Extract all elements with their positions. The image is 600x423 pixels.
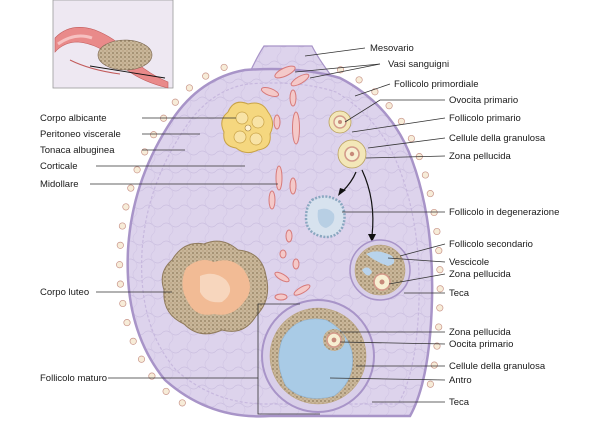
primordial-follicle — [122, 203, 130, 211]
corpus-albicans — [221, 101, 274, 154]
primordial-follicle — [355, 76, 363, 84]
primordial-follicle — [426, 380, 434, 388]
label-follicolo-primordiale: Follicolo primordiale — [394, 79, 479, 90]
primordial-follicle — [407, 134, 415, 143]
label-cellule-granulosa-2: Cellule della granulosa — [449, 361, 546, 372]
cortex-band — [141, 82, 420, 405]
primordial-follicle — [185, 84, 193, 92]
primordial-follicle — [430, 361, 438, 369]
primordial-follicle — [436, 285, 444, 293]
label-follicolo-primario: Follicolo primario — [449, 113, 521, 124]
label-oocita-primario: Oocita primario — [449, 339, 514, 350]
primordial-follicle — [202, 72, 210, 80]
primordial-follicle — [119, 299, 127, 308]
label-zona-pellucida-3: Zona pellucida — [449, 327, 511, 338]
primordial-follicle — [137, 355, 146, 363]
label-peritoneo-viscerale: Peritoneo viscerale — [40, 129, 121, 140]
primordial-follicle — [118, 222, 126, 230]
mesovarium-stalk — [249, 45, 332, 75]
label-follicolo-degenerazione: Follicolo in degenerazione — [449, 207, 560, 218]
primordial-follicle — [385, 102, 393, 110]
primordial-follicle — [133, 166, 141, 174]
primordial-follicle — [433, 227, 441, 236]
mature-follicle — [261, 299, 375, 413]
primordial-follicles — [116, 63, 444, 407]
inset-uterus-thumbnail — [52, 0, 174, 89]
label-cellule-granulosa-1: Cellule della granulosa — [449, 133, 546, 144]
primordial-follicle — [435, 323, 443, 331]
development-arrow-2 — [361, 169, 374, 237]
label-follicolo-secondario: Follicolo secondario — [449, 239, 533, 250]
primordial-follicle — [150, 131, 158, 139]
label-zona-pellucida-1: Zona pellucida — [449, 151, 511, 162]
primordial-follicle — [436, 266, 444, 274]
corpus-luteum — [161, 240, 269, 335]
primordial-follicle — [371, 88, 379, 96]
primordial-follicle — [162, 387, 170, 395]
primordial-follicle — [116, 280, 124, 288]
primordial-follicle — [178, 399, 186, 407]
primordial-follicle — [435, 247, 443, 255]
primordial-follicle — [129, 337, 137, 345]
primordial-follicle — [421, 171, 429, 179]
primary-follicle-top — [328, 110, 352, 134]
primordial-follicle — [433, 342, 441, 350]
label-vescicole: Vescicole — [449, 257, 490, 268]
label-antro: Antro — [449, 375, 472, 386]
label-follicolo-maturo: Follicolo maturo — [40, 373, 108, 384]
secondary-follicle — [349, 239, 411, 301]
primordial-follicle — [430, 208, 438, 217]
label-vasi-sanguigni: Vasi sanguigni — [388, 59, 450, 70]
primordial-follicle — [436, 304, 444, 312]
primordial-follicle — [127, 184, 135, 192]
label-corticale: Corticale — [40, 161, 78, 172]
label-teca-2: Teca — [449, 397, 470, 408]
primordial-follicle — [116, 241, 124, 249]
blood-vessels — [236, 65, 311, 301]
label-corpo-albicante: Corpo albicante — [40, 113, 107, 124]
label-tonaca-albuginea: Tonaca albuginea — [40, 145, 115, 156]
primordial-follicle — [123, 319, 131, 327]
label-mesovario: Mesovario — [370, 43, 414, 54]
primordial-follicle — [171, 98, 179, 106]
label-corpo-luteo: Corpo luteo — [40, 287, 90, 298]
leader-lines — [90, 47, 446, 415]
degenerating-follicle — [304, 195, 346, 239]
primordial-follicle — [116, 261, 124, 269]
label-ovocita-primario: Ovocita primario — [449, 95, 519, 106]
primordial-follicle — [220, 63, 228, 71]
label-zona-pellucida-2: Zona pellucida — [449, 269, 511, 280]
label-teca-1: Teca — [449, 288, 470, 299]
primordial-follicle — [426, 190, 434, 198]
primary-follicle-bottom — [337, 139, 367, 169]
label-midollare: Midollare — [40, 179, 79, 190]
primordial-follicle — [397, 117, 405, 125]
